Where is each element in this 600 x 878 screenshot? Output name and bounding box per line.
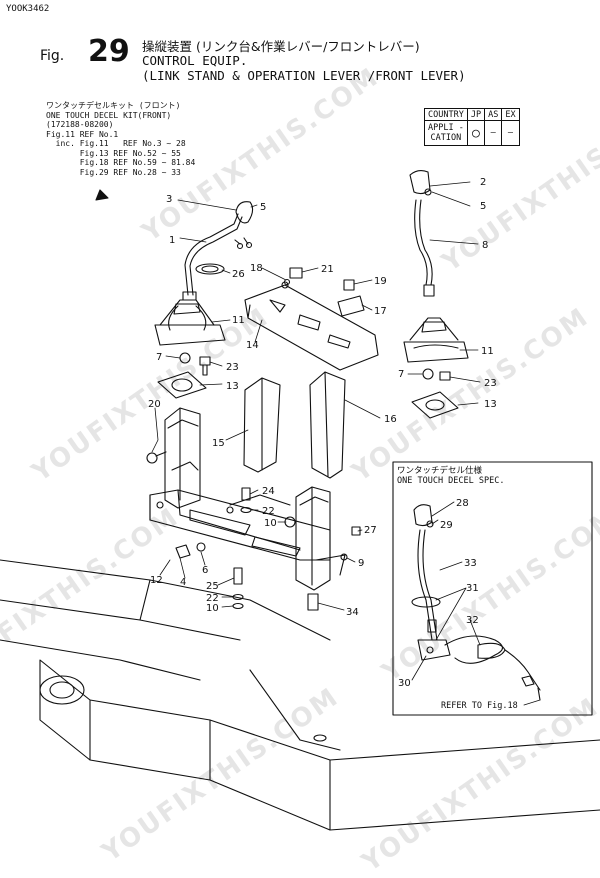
part-number: 11: [481, 346, 494, 357]
part-number: 4: [180, 577, 186, 588]
part-number: 7: [156, 352, 162, 363]
kit-note-line: ワンタッチデセルキット (フロント): [46, 101, 181, 110]
bolt-23-left: [199, 356, 211, 376]
part-number: 7: [398, 369, 404, 380]
title-japanese: 操縦装置 (リンク台&作業レバー/フロントレバー): [142, 39, 420, 54]
figure-number: 29: [88, 34, 130, 69]
part-number: 32: [466, 615, 479, 626]
part-number: 10: [206, 603, 219, 614]
part-number: 6: [202, 565, 208, 576]
left-stand: [146, 407, 201, 509]
bolt-4: [175, 544, 191, 559]
inset-frame: [392, 461, 593, 716]
part-number: 23: [226, 362, 239, 373]
link-plate-14: [244, 281, 379, 371]
part-number: 20: [148, 399, 161, 410]
table-row-label: APPLI - CATION: [424, 120, 468, 146]
part-number: 23: [484, 378, 497, 389]
part-number: 16: [384, 414, 397, 425]
washer-22-upper: [240, 506, 252, 514]
kit-note-line: Fig.18 REF No.59 ~ 81.84: [46, 158, 196, 167]
part-number: 13: [484, 399, 497, 410]
part-number: 18: [250, 263, 263, 274]
bolt-24: [241, 487, 251, 501]
bolt-23-right: [439, 371, 451, 381]
parts-diagram: 3 5 1 26 18 21 19 17 11 14 7 23 13 20 15…: [0, 169, 600, 831]
bracket-17: [337, 295, 365, 317]
title-english: CONTROL EQUIP.: [142, 53, 248, 68]
part-number: 17: [374, 306, 387, 317]
part-number: 2: [480, 177, 486, 188]
plate-13-left: [157, 371, 207, 399]
part-numbers: 3 5 1 26 18 21 19 17 11 14 7 23 13 20 15…: [148, 177, 497, 689]
machine-frame: [0, 559, 600, 831]
kit-note-line: Fig.13 REF No.52 ~ 55: [46, 148, 181, 158]
part-number: 15: [212, 438, 225, 449]
left-lever-boot: [154, 299, 226, 346]
kit-note-line: Fig.11 REF No.1: [46, 129, 119, 139]
plate-13-right: [411, 391, 459, 419]
kit-note: ワンタッチデセルキット (フロント) ONE TOUCH DECEL KIT(F…: [46, 101, 195, 177]
part-number: 9: [358, 558, 364, 569]
decel-lever: [411, 504, 541, 701]
bolt-25: [233, 567, 243, 585]
part-number: 5: [480, 201, 486, 212]
part-number: 5: [260, 202, 266, 213]
washer-10: [232, 602, 244, 610]
inset-title-jp: ワンタッチデセル仕様: [397, 466, 483, 476]
part-number: 22: [206, 593, 219, 604]
part-number: 8: [482, 240, 488, 251]
bolt-21: [289, 267, 303, 279]
part-number: 28: [456, 498, 469, 509]
right-lever-boot: [403, 317, 469, 363]
washer-9: [340, 553, 348, 561]
kit-note-line: Fig.29 REF No.28 ~ 33: [46, 167, 181, 177]
part-number: 11: [232, 315, 245, 326]
front-lever: [409, 169, 435, 297]
part-number: 26: [232, 269, 245, 280]
note-arrow: [95, 189, 109, 201]
right-stand: [284, 486, 346, 591]
part-number: 10: [264, 518, 277, 529]
part-number: 13: [226, 381, 239, 392]
part-number: 1: [169, 235, 175, 246]
nut-7-left: [179, 352, 191, 364]
part-number: 19: [374, 276, 387, 287]
part-number: 24: [262, 486, 275, 497]
washer-6: [196, 542, 206, 552]
pin-18: [283, 278, 291, 286]
part-number: 12: [150, 575, 163, 586]
applicability-table: COUNTRY JP AS EX APPLI - CATION ○ — —: [424, 108, 520, 146]
part-number: 25: [206, 581, 219, 592]
part-number: 21: [321, 264, 334, 275]
leader-lines: [151, 181, 541, 706]
part-number: 31: [466, 583, 479, 594]
part-number: 22: [262, 506, 275, 517]
part-number: 14: [246, 340, 259, 351]
part-number: 34: [346, 607, 359, 618]
document-code: YOOK3462: [6, 4, 50, 14]
refer-note: REFER TO Fig.18: [441, 701, 518, 711]
inset-title: ワンタッチデセル仕様 ONE TOUCH DECEL SPEC.: [397, 466, 504, 486]
left-operation-lever: [182, 201, 254, 301]
part-number: 27: [364, 525, 377, 536]
subtitle-english: (LINK STAND & OPERATION LEVER /FRONT LEV…: [142, 68, 466, 83]
kit-note-line: (172188-08200): [46, 120, 114, 129]
spacer-34: [307, 593, 319, 611]
part-number: 29: [440, 520, 453, 531]
inset-title-en: ONE TOUCH DECEL SPEC.: [397, 476, 505, 486]
part-number: 30: [398, 678, 411, 689]
part-number: 33: [464, 558, 477, 569]
table-cell: —: [501, 120, 520, 146]
kit-note-line: inc. Fig.11 REF No.3 ~ 28: [46, 139, 186, 148]
figure-label: Fig.: [40, 48, 65, 64]
bolt-19: [343, 279, 355, 291]
bolt-27: [351, 526, 361, 536]
part-number: 3: [166, 194, 172, 205]
nut-7-right: [422, 368, 434, 380]
kit-note-line: ONE TOUCH DECEL KIT(FRONT): [46, 110, 172, 120]
